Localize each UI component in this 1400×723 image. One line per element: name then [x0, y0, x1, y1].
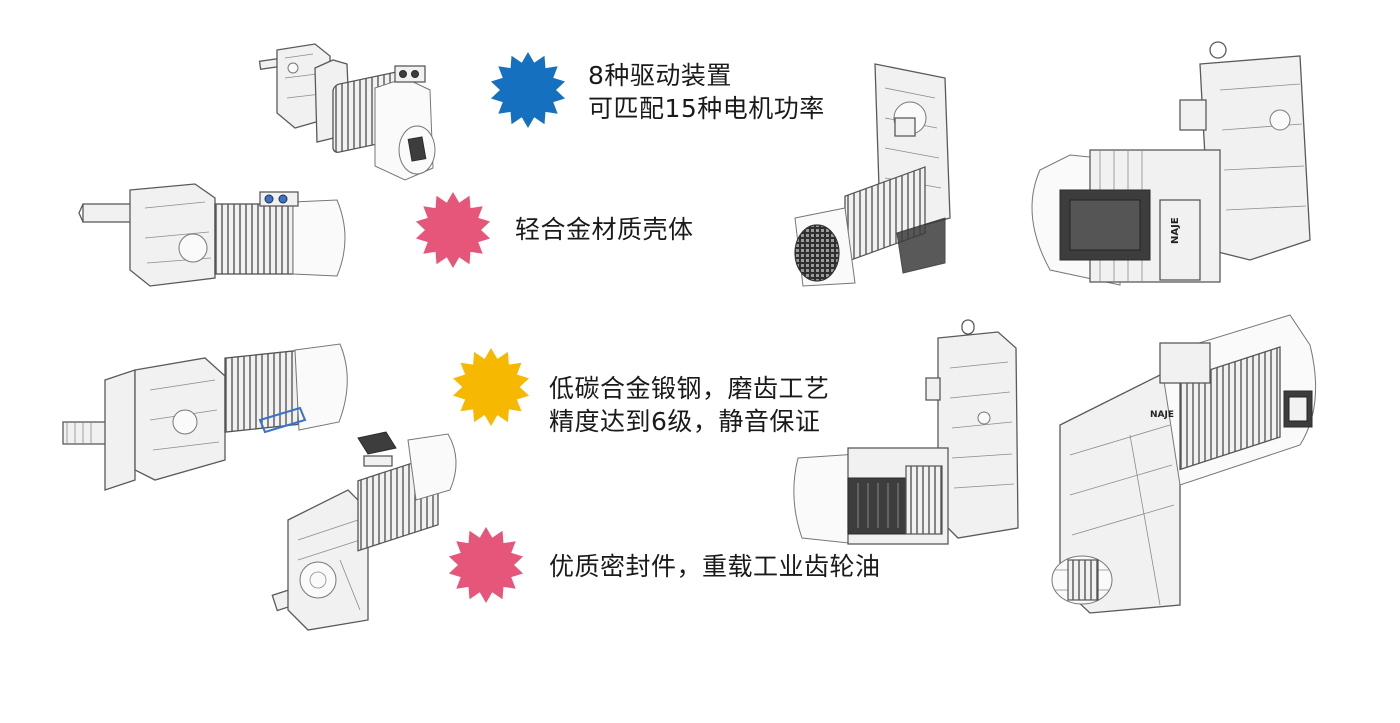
feature-text-housing: 轻合金材质壳体	[515, 213, 694, 246]
heavy-parallel-shaft-motor: NAJE	[1040, 314, 1320, 615]
flange-gear-motor	[55, 330, 355, 495]
helical-gear-motor-long-shaft	[75, 178, 355, 293]
feature-text-steel: 低碳合金锻钢，磨齿工艺 精度达到6级，静音保证	[549, 372, 830, 438]
vertical-parallel-shaft-motor	[785, 58, 980, 293]
feature-line: 低碳合金锻钢，磨齿工艺	[549, 374, 830, 403]
feature-line: 8种驱动装置	[588, 61, 732, 90]
feature-line: 优质密封件，重载工业齿轮油	[549, 552, 881, 581]
parallel-shaft-gear-motor	[268, 430, 463, 631]
feature-star-drive	[488, 50, 568, 130]
feature-text-drive: 8种驱动装置 可匹配15种电机功率	[588, 59, 825, 125]
svg-text:NAJE: NAJE	[1150, 410, 1174, 420]
feature-star-seal	[446, 525, 526, 605]
feature-text-seal: 优质密封件，重载工业齿轮油	[549, 550, 881, 583]
feature-line: 精度达到6级，静音保证	[549, 407, 821, 436]
feature-star-steel	[450, 346, 532, 428]
helical-gear-motor-small	[255, 38, 455, 188]
large-parallel-shaft-motor: NAJE	[1010, 40, 1315, 295]
feature-star-housing	[413, 190, 493, 270]
feature-line: 可匹配15种电机功率	[588, 94, 825, 123]
svg-text:NAJE: NAJE	[1170, 217, 1181, 244]
feature-line: 轻合金材质壳体	[515, 215, 694, 244]
l-shaped-gear-motor	[788, 318, 1028, 553]
